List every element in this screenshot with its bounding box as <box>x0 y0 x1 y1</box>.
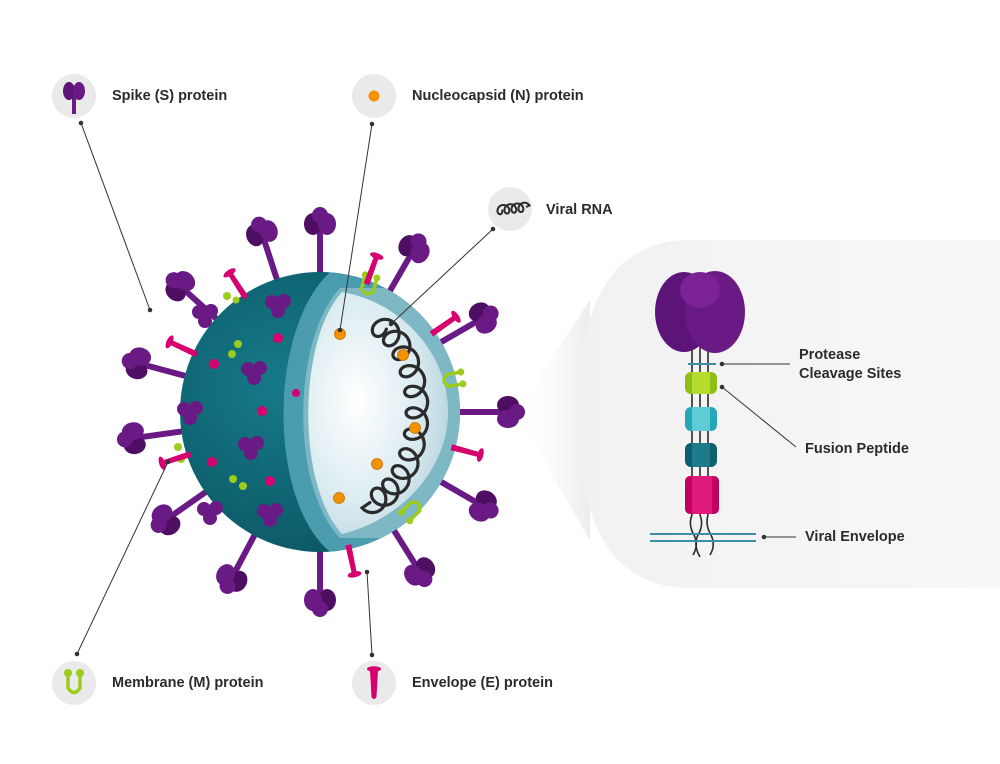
envelope-protein-pin <box>165 335 199 358</box>
label-cleavage-line2: Cleavage Sites <box>799 366 901 382</box>
label-envelope-protein: Envelope (E) protein <box>412 675 553 691</box>
zoom-beam <box>515 300 590 540</box>
spike-protein <box>377 233 430 310</box>
surface-spike-clusters <box>177 294 291 527</box>
envelope-protein-pin <box>363 252 384 286</box>
nucleocapsid-dot <box>397 349 409 361</box>
detail-leaders <box>719 361 797 540</box>
nucleocapsid-dot <box>333 492 345 504</box>
legend-icon-bg <box>52 661 96 705</box>
nucleocapsid-icon <box>368 90 380 102</box>
spike-head <box>655 271 745 353</box>
label-spike-protein: Spike (S) protein <box>112 88 227 104</box>
spike-icon <box>63 82 85 114</box>
zoom-panel-bg <box>578 240 1000 588</box>
surface-proteins <box>174 292 300 527</box>
legend-spike <box>52 74 96 118</box>
virion-body <box>180 272 460 552</box>
viral-envelope-membrane <box>650 533 756 542</box>
segment-magenta <box>685 476 719 514</box>
label-nucleocapsid-protein: Nucleocapsid (N) protein <box>412 88 584 104</box>
envelope-proteins <box>158 252 484 578</box>
legend-nucleocapsid <box>352 74 396 118</box>
fusion-segment-green <box>685 372 717 394</box>
legend-leaders <box>74 120 496 658</box>
legend-membrane <box>52 661 96 705</box>
label-membrane-protein: Membrane (M) protein <box>112 675 263 691</box>
envelope-protein-pin <box>345 544 362 578</box>
detail-panel <box>515 240 1000 588</box>
label-viral-envelope: Viral Envelope <box>805 529 905 545</box>
label-fusion-peptide: Fusion Peptide <box>805 441 909 457</box>
legend-rna <box>488 187 532 231</box>
spike-detail <box>650 271 756 558</box>
envelope-protein-pin <box>158 451 192 471</box>
envelope-protein-pin <box>429 310 461 337</box>
spike-protein <box>440 396 525 428</box>
envelope-protein-pin <box>450 444 484 462</box>
legend-envelope <box>352 661 396 705</box>
envelope-protein-icon <box>367 666 381 699</box>
label-cleavage-line1: Protease <box>799 347 860 363</box>
segment-cyan <box>685 407 717 431</box>
viral-rna-strand <box>359 317 430 515</box>
rna-coil-icon <box>496 201 532 216</box>
nucleocapsid-dot <box>371 458 383 470</box>
surface-envelope-dots <box>207 333 300 486</box>
envelope-protein-pin <box>223 268 249 300</box>
label-viral-rna: Viral RNA <box>546 202 613 218</box>
nucleocapsid-dot <box>409 422 421 434</box>
surface-membrane-pairs <box>174 292 247 490</box>
segment-dark-teal <box>685 443 717 467</box>
membrane-icon <box>64 669 84 695</box>
